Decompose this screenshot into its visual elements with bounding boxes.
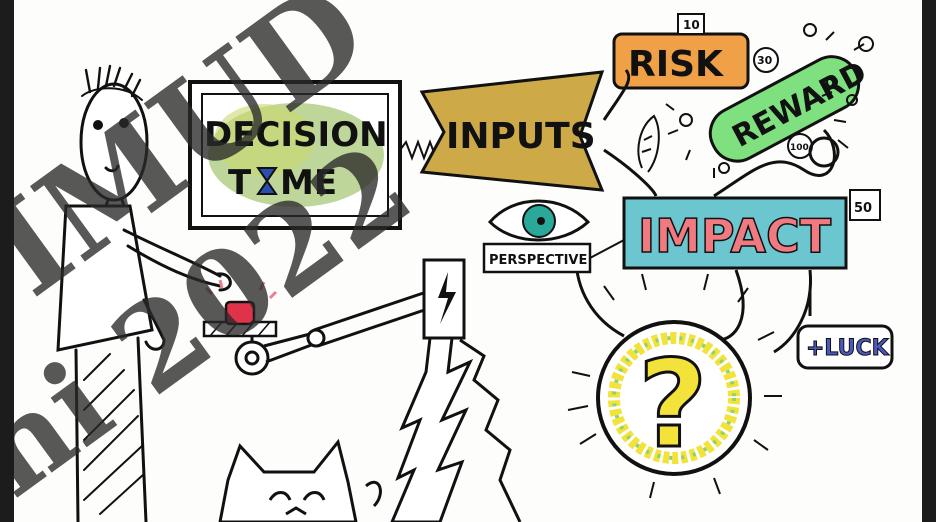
time-label-me: ME — [280, 163, 337, 203]
cat-drawing — [218, 438, 382, 522]
risk-value: 10 — [683, 18, 700, 32]
lightning-tower — [390, 336, 522, 522]
reward-value-30: 30 — [757, 54, 773, 67]
illustration-canvas: DECISION T ME INPUTS RISK 10 REWARD 30 1… — [14, 0, 922, 522]
decision-label: DECISION — [204, 115, 388, 155]
stick-figure — [56, 64, 232, 522]
lightning-icon — [438, 272, 456, 324]
power-box — [422, 258, 466, 340]
impact-label: IMPACT — [638, 209, 832, 263]
inputs-sign: INPUTS — [419, 70, 605, 192]
time-label-t: T — [228, 163, 252, 203]
perspective-label: PERSPECTIVE — [489, 253, 587, 268]
red-button — [202, 279, 278, 338]
lever-arm — [234, 280, 457, 376]
question-mark-icon: ? — [638, 336, 708, 475]
risk-sign: RISK 10 — [612, 13, 750, 90]
reward-values: 30 100 — [665, 23, 874, 178]
dial-rays — [567, 273, 782, 499]
eye-icon — [487, 199, 591, 242]
risk-label: RISK — [628, 44, 724, 85]
hourglass-icon — [256, 167, 278, 195]
impact-sign: IMPACT 50 — [622, 189, 881, 270]
inputs-label: INPUTS — [446, 116, 596, 157]
perspective-link — [589, 239, 625, 259]
decision-time-board: DECISION T ME — [188, 80, 402, 230]
luck-tag: +LUCK — [796, 324, 894, 370]
impact-value: 50 — [854, 201, 872, 216]
question-dial: ? — [567, 273, 782, 499]
perspective-tag: PERSPECTIVE — [482, 242, 592, 274]
feather-doodle — [637, 114, 660, 173]
luck-label: +LUCK — [806, 336, 890, 361]
decision-illustration: DECISION T ME INPUTS RISK 10 REWARD 30 1… — [14, 0, 894, 522]
watermark: IMUD ni 2022 — [14, 0, 435, 522]
reward-value-100: 100 — [790, 143, 809, 153]
